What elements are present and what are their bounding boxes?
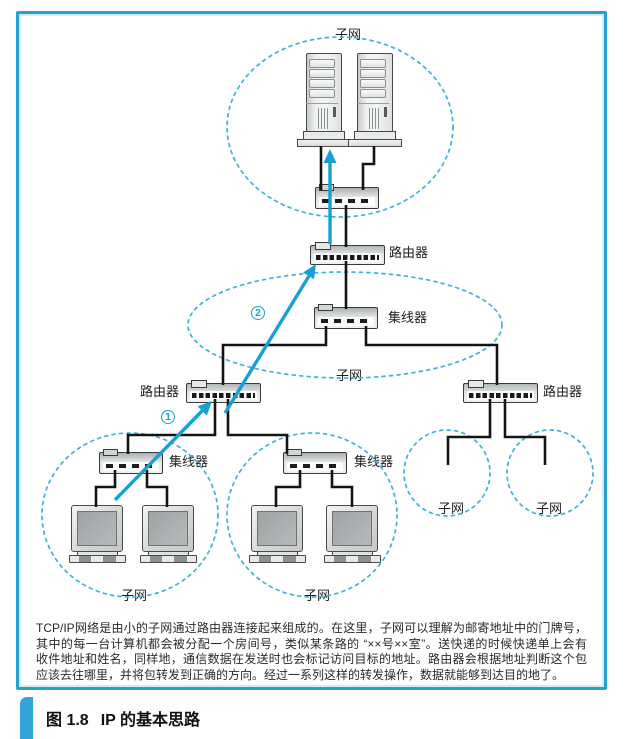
figure-caption-number: 图 1.8	[46, 712, 89, 729]
hub-device-top	[315, 184, 379, 209]
router-label-right: 路由器	[541, 384, 585, 399]
step-1-badge: 1	[161, 410, 175, 424]
monitor-screen	[332, 511, 372, 546]
router-ports	[192, 393, 255, 398]
subnet-label-bottom-middle: 子网	[301, 588, 333, 603]
router-ports	[316, 255, 379, 260]
hub-ports	[106, 464, 152, 468]
hub-label-bottom-middle: 集线器	[352, 454, 396, 469]
figure-caption-title: IP 的基本思路	[100, 712, 200, 729]
description-line-3: 收件地址和姓名，同样地，通信数据在发送时也会标记访问目标的地址。路由器会根据地址…	[36, 652, 587, 666]
hub-ports	[322, 199, 368, 203]
hub-ports	[321, 319, 367, 323]
monitor-screen	[148, 511, 188, 546]
hub-label-bottom-left: 集线器	[167, 454, 211, 469]
router-device-right	[463, 380, 538, 403]
subnet-label-bottom-left: 子网	[118, 588, 150, 603]
monitor-screen	[77, 511, 117, 546]
computer-middle-2	[323, 505, 381, 563]
subnet-label-middle: 子网	[333, 368, 365, 383]
server-tower-2	[348, 53, 402, 147]
step-2-badge: 2	[251, 306, 265, 320]
router-label-left: 路由器	[137, 384, 181, 399]
monitor-screen	[257, 511, 297, 546]
router-ports	[469, 393, 532, 398]
computer-left-1	[68, 505, 126, 563]
hub-device-bottom-middle	[283, 449, 347, 474]
server-vents	[318, 108, 329, 129]
description-line-4: 应该去往哪里，并将包转发到正确的方向。经过一系列这样的转发操作，数据就能够到达目…	[36, 667, 565, 682]
figure-description: TCP/IP网络是由小的子网通过路由器连接起来组成的。在这里，子网可以理解为邮寄…	[36, 621, 587, 683]
subnet-label-right-1: 子网	[435, 501, 467, 516]
caption-accent-tab	[20, 697, 33, 739]
computer-middle-1	[248, 505, 306, 563]
server-tower-1	[297, 53, 351, 147]
hub-device-bottom-left	[99, 449, 163, 474]
description-line-1: TCP/IP网络是由小的子网通过路由器连接起来组成的。在这里，子网可以理解为邮寄…	[36, 621, 587, 635]
description-line-2: 其中的每一台计算机都会被分配一个房间号，类似某条路的 “××号××室”。送快递的…	[36, 636, 587, 651]
router-device-left	[186, 380, 261, 403]
router-label-top: 路由器	[387, 245, 431, 260]
subnet-label-right-2: 子网	[533, 501, 565, 516]
hub-device-middle	[314, 304, 378, 329]
router-device-top	[310, 242, 385, 265]
subnet-label-top: 子网	[332, 27, 364, 42]
figure-caption: 图 1.8 IP 的基本思路	[46, 706, 200, 730]
computer-left-2	[139, 505, 197, 563]
hub-label-middle: 集线器	[386, 310, 430, 325]
hub-ports	[290, 464, 336, 468]
server-vents	[369, 108, 380, 129]
